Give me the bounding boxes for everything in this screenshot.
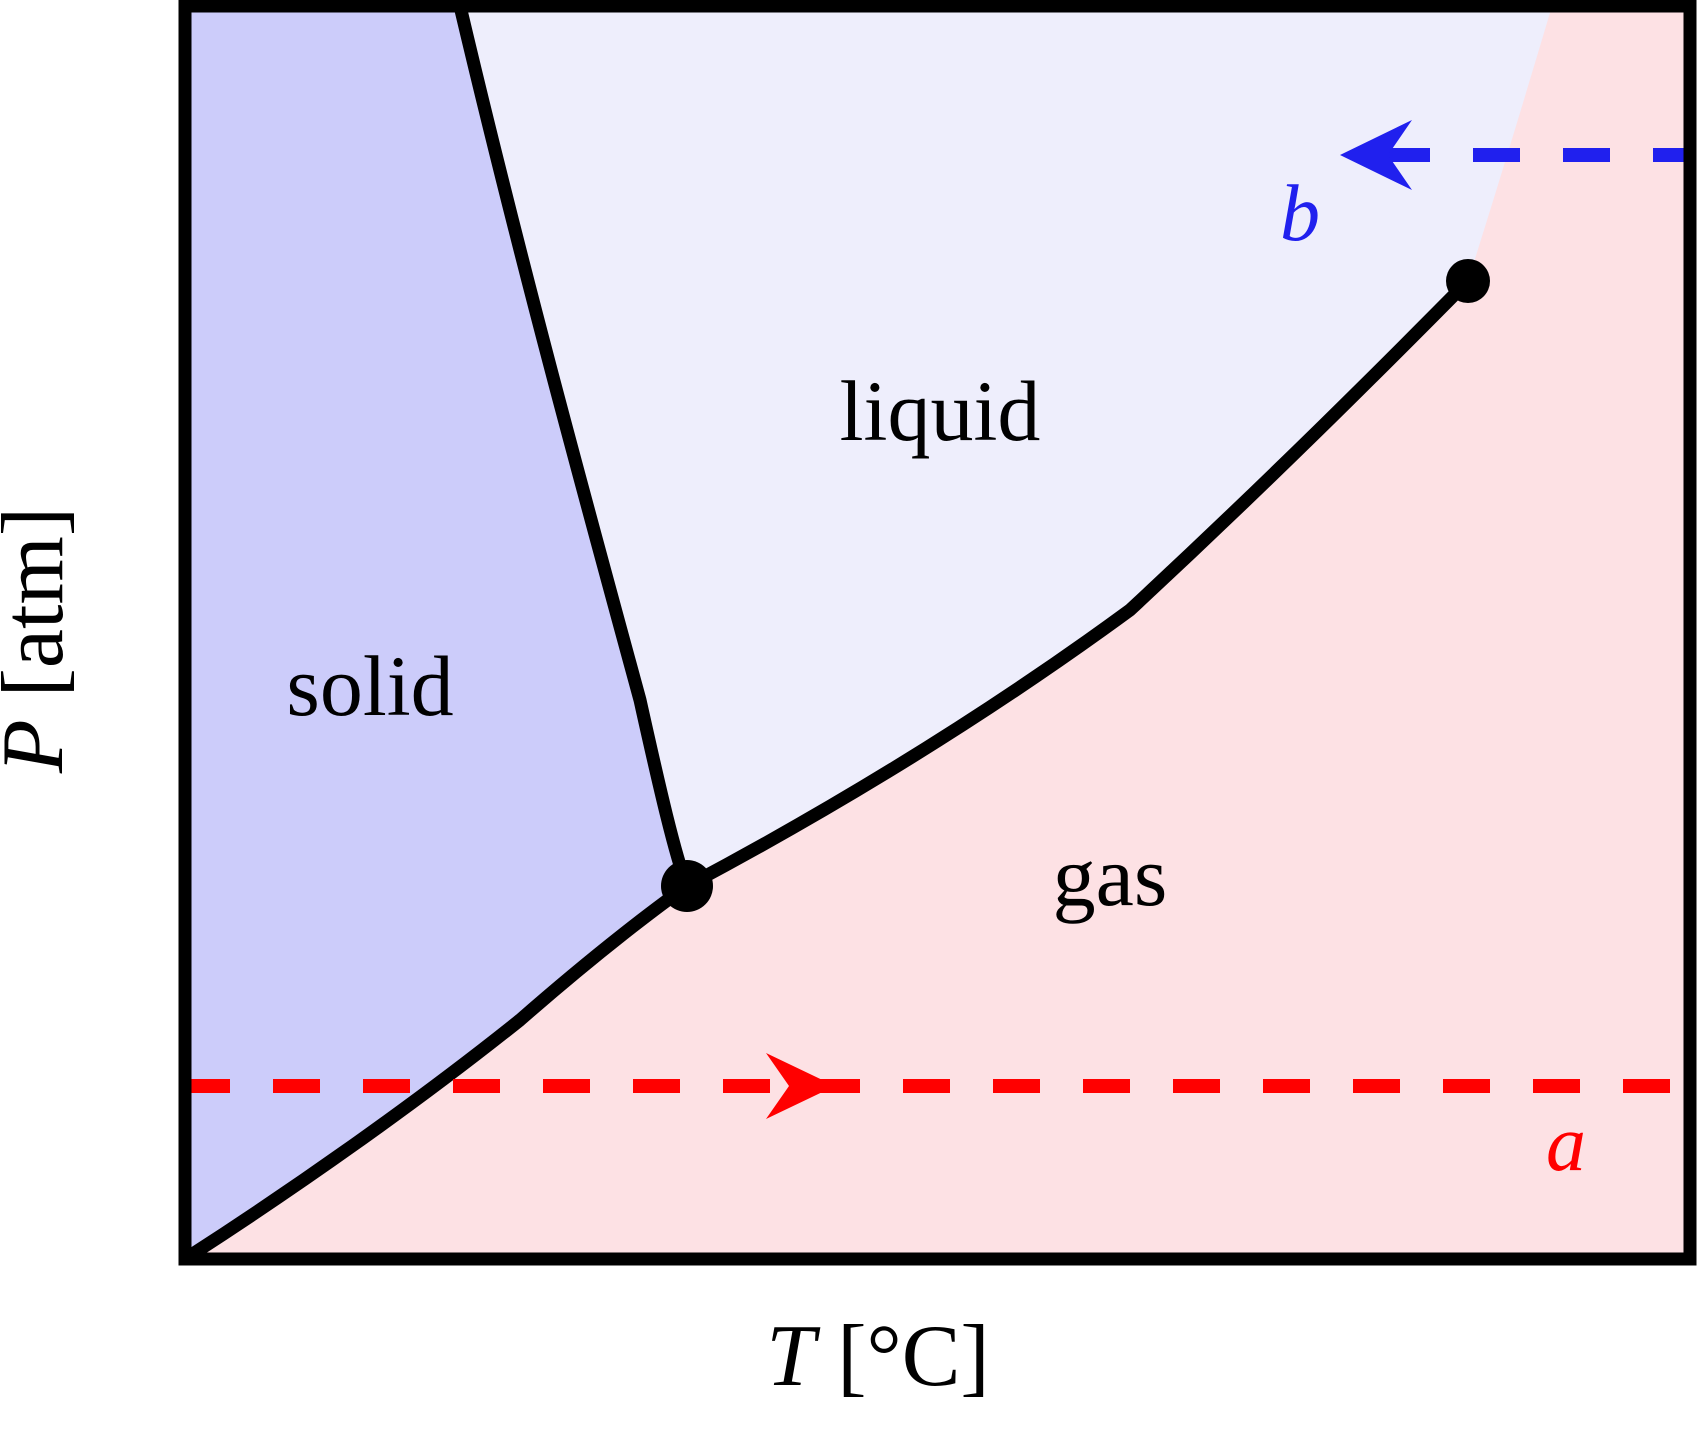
plot-area: solid liquid gas a b <box>185 6 1690 1259</box>
region-label-gas: gas <box>1053 828 1168 924</box>
x-axis-units: [°C] <box>837 1308 990 1405</box>
y-axis-units: [atm] <box>0 507 82 698</box>
process-a-arrow <box>185 1053 1690 1119</box>
vaporization-curve <box>680 274 1475 893</box>
y-axis-symbol: P <box>0 719 82 774</box>
process-a-label: a <box>1546 1100 1586 1188</box>
critical-point-marker <box>1446 259 1490 303</box>
plot-frame <box>178 0 1697 1266</box>
fusion-curve <box>453 6 694 893</box>
region-solid-fill <box>185 6 687 1259</box>
triple-point-marker <box>661 860 713 912</box>
process-b-label: b <box>1280 170 1320 258</box>
x-axis-label: T [°C] <box>766 1308 989 1405</box>
y-axis-label-group: P [atm] <box>0 507 82 774</box>
y-axis-label: P [atm] <box>0 507 82 774</box>
region-label-liquid: liquid <box>840 363 1041 459</box>
process-b-arrow <box>1340 120 1690 190</box>
x-axis-symbol: T <box>766 1308 821 1405</box>
region-label-solid: solid <box>286 638 453 734</box>
process-b-arrowhead <box>1340 120 1412 190</box>
process-a-arrowhead <box>766 1053 835 1119</box>
sublimation-curve <box>185 879 694 1259</box>
region-liquid-fill <box>460 6 1552 886</box>
